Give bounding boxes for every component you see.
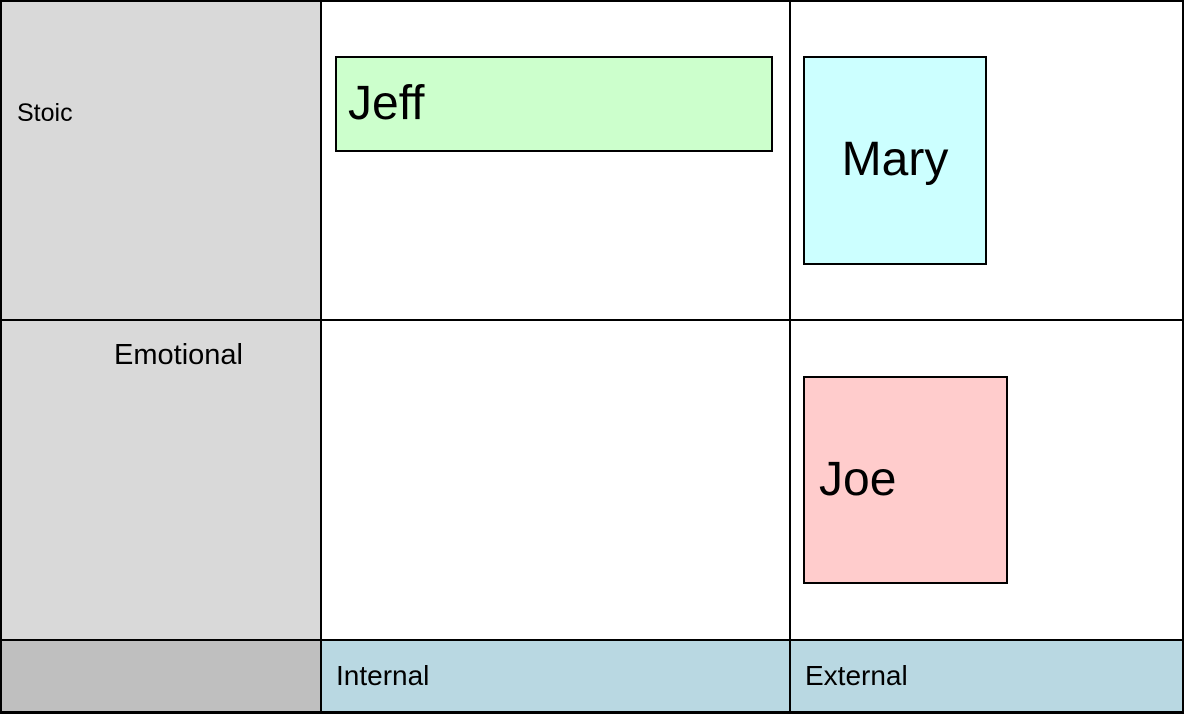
column-label-internal: Internal — [336, 660, 430, 691]
item-box-jeff[interactable]: Jeff — [335, 56, 773, 152]
row-header-stoic: Stoic — [2, 2, 320, 319]
item-label-mary: Mary — [841, 133, 949, 187]
row-label-emotional: Emotional — [114, 339, 243, 371]
item-box-joe[interactable]: Joe — [803, 376, 1008, 584]
column-label-external: External — [805, 660, 908, 691]
row-header-emotional: Emotional — [2, 321, 320, 639]
cell-stoic-external: Mary — [791, 2, 1182, 319]
item-box-mary[interactable]: Mary — [803, 56, 987, 265]
cell-emotional-external: Joe — [791, 321, 1182, 639]
row-label-stoic: Stoic — [17, 99, 73, 127]
item-label-jeff: Jeff — [348, 76, 425, 130]
item-label-joe: Joe — [819, 452, 897, 506]
column-header-internal: Internal — [322, 641, 789, 711]
column-header-external: External — [791, 641, 1182, 711]
cell-stoic-internal: Jeff — [322, 2, 789, 319]
corner-cell — [2, 641, 320, 711]
cell-emotional-internal — [322, 321, 789, 639]
